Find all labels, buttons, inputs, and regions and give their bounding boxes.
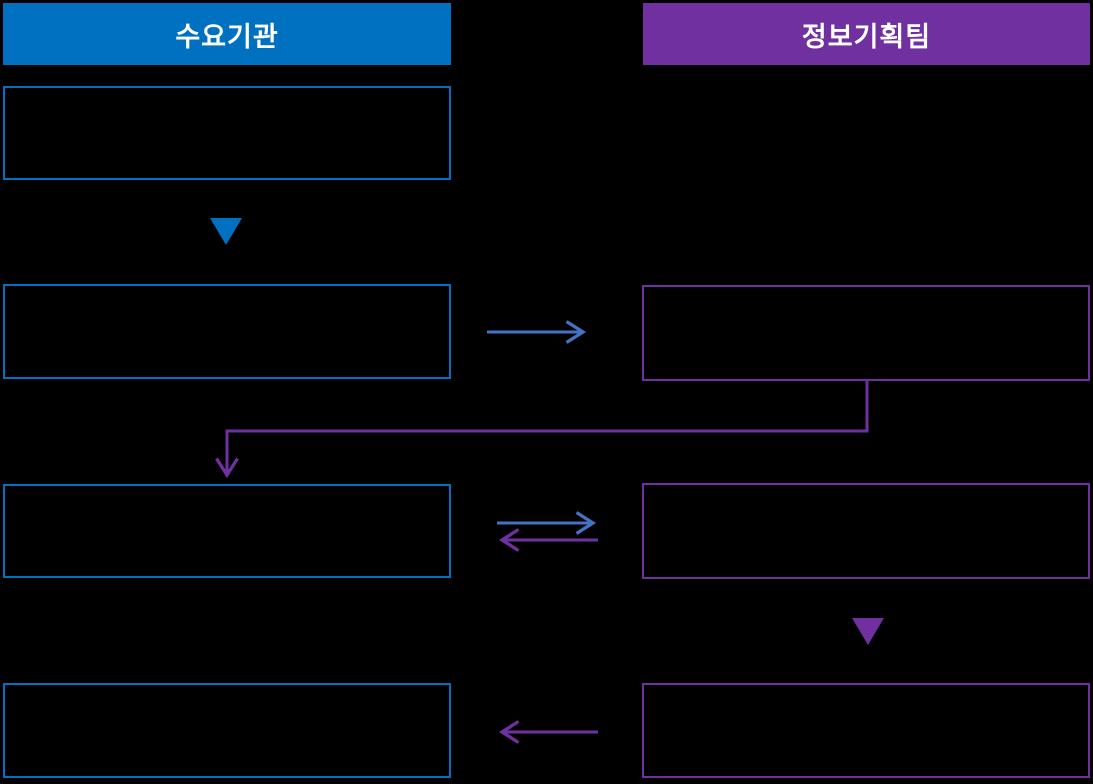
flow-box-left-1	[3, 86, 451, 180]
column-header-demand-org: 수요기관	[3, 3, 451, 65]
column-header-demand-org-label: 수요기관	[175, 21, 279, 52]
down-triangle-icon	[210, 218, 242, 245]
column-header-info-planning-team: 정보기획팀	[643, 3, 1090, 65]
connector-right1-to-left3	[215, 381, 869, 479]
flow-box-right-3	[642, 683, 1090, 778]
column-header-info-planning-team-label: 정보기획팀	[801, 21, 932, 52]
down-triangle-icon	[852, 618, 884, 645]
flow-box-left-3	[3, 484, 451, 578]
flow-box-right-1	[642, 285, 1090, 381]
flow-box-left-2	[3, 284, 451, 379]
flow-box-left-4	[3, 683, 451, 778]
flow-box-right-2	[642, 483, 1090, 579]
